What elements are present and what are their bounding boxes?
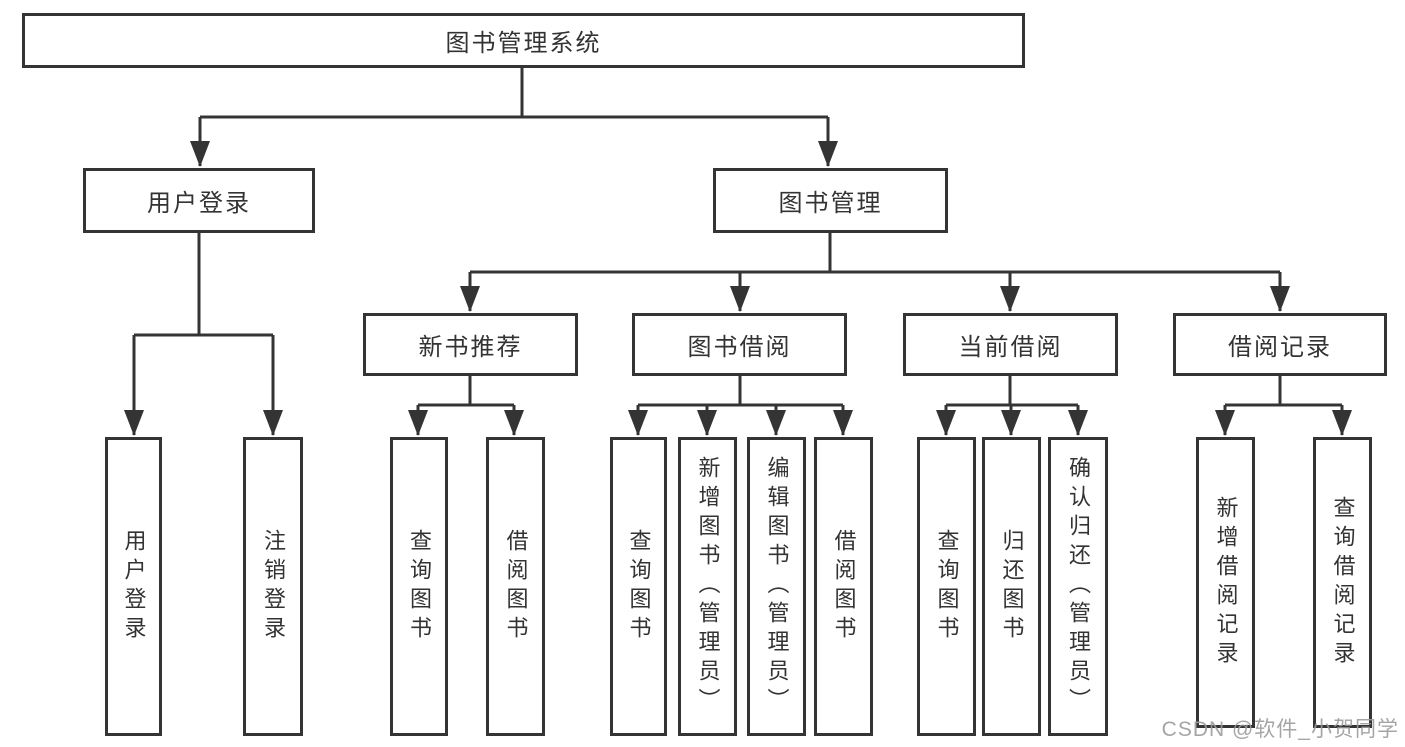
leaf-confirm-return-admin: 确认归还（管理员） bbox=[1048, 437, 1108, 736]
leaf-query-books-recommend: 查询图书 bbox=[390, 437, 448, 736]
node-new-book-recommendation: 新书推荐 bbox=[363, 313, 578, 376]
leaf-return-books: 归还图书 bbox=[982, 437, 1041, 736]
leaf-add-borrow-record: 新增借阅记录 bbox=[1196, 437, 1255, 728]
node-book-management: 图书管理 bbox=[713, 168, 948, 233]
node-library-system: 图书管理系统 bbox=[22, 13, 1025, 68]
leaf-query-borrow-record: 查询借阅记录 bbox=[1313, 437, 1372, 728]
leaf-logout-login: 注销登录 bbox=[243, 437, 303, 736]
csdn-watermark: CSDN @软件_小贺同学 bbox=[1161, 718, 1399, 741]
leaf-borrow-books-recommend: 借阅图书 bbox=[486, 437, 545, 736]
leaf-edit-books-admin: 编辑图书（管理员） bbox=[747, 437, 806, 736]
leaf-user-login: 用户登录 bbox=[105, 437, 162, 736]
node-borrowing-records: 借阅记录 bbox=[1173, 313, 1387, 376]
node-book-borrowing: 图书借阅 bbox=[632, 313, 847, 376]
node-current-borrowing: 当前借阅 bbox=[903, 313, 1118, 376]
leaf-query-books-borrow: 查询图书 bbox=[610, 437, 667, 736]
leaf-add-books-admin: 新增图书（管理员） bbox=[678, 437, 737, 736]
node-user-login: 用户登录 bbox=[83, 168, 315, 233]
leaf-query-books-current: 查询图书 bbox=[917, 437, 976, 736]
leaf-borrow-books: 借阅图书 bbox=[814, 437, 873, 736]
